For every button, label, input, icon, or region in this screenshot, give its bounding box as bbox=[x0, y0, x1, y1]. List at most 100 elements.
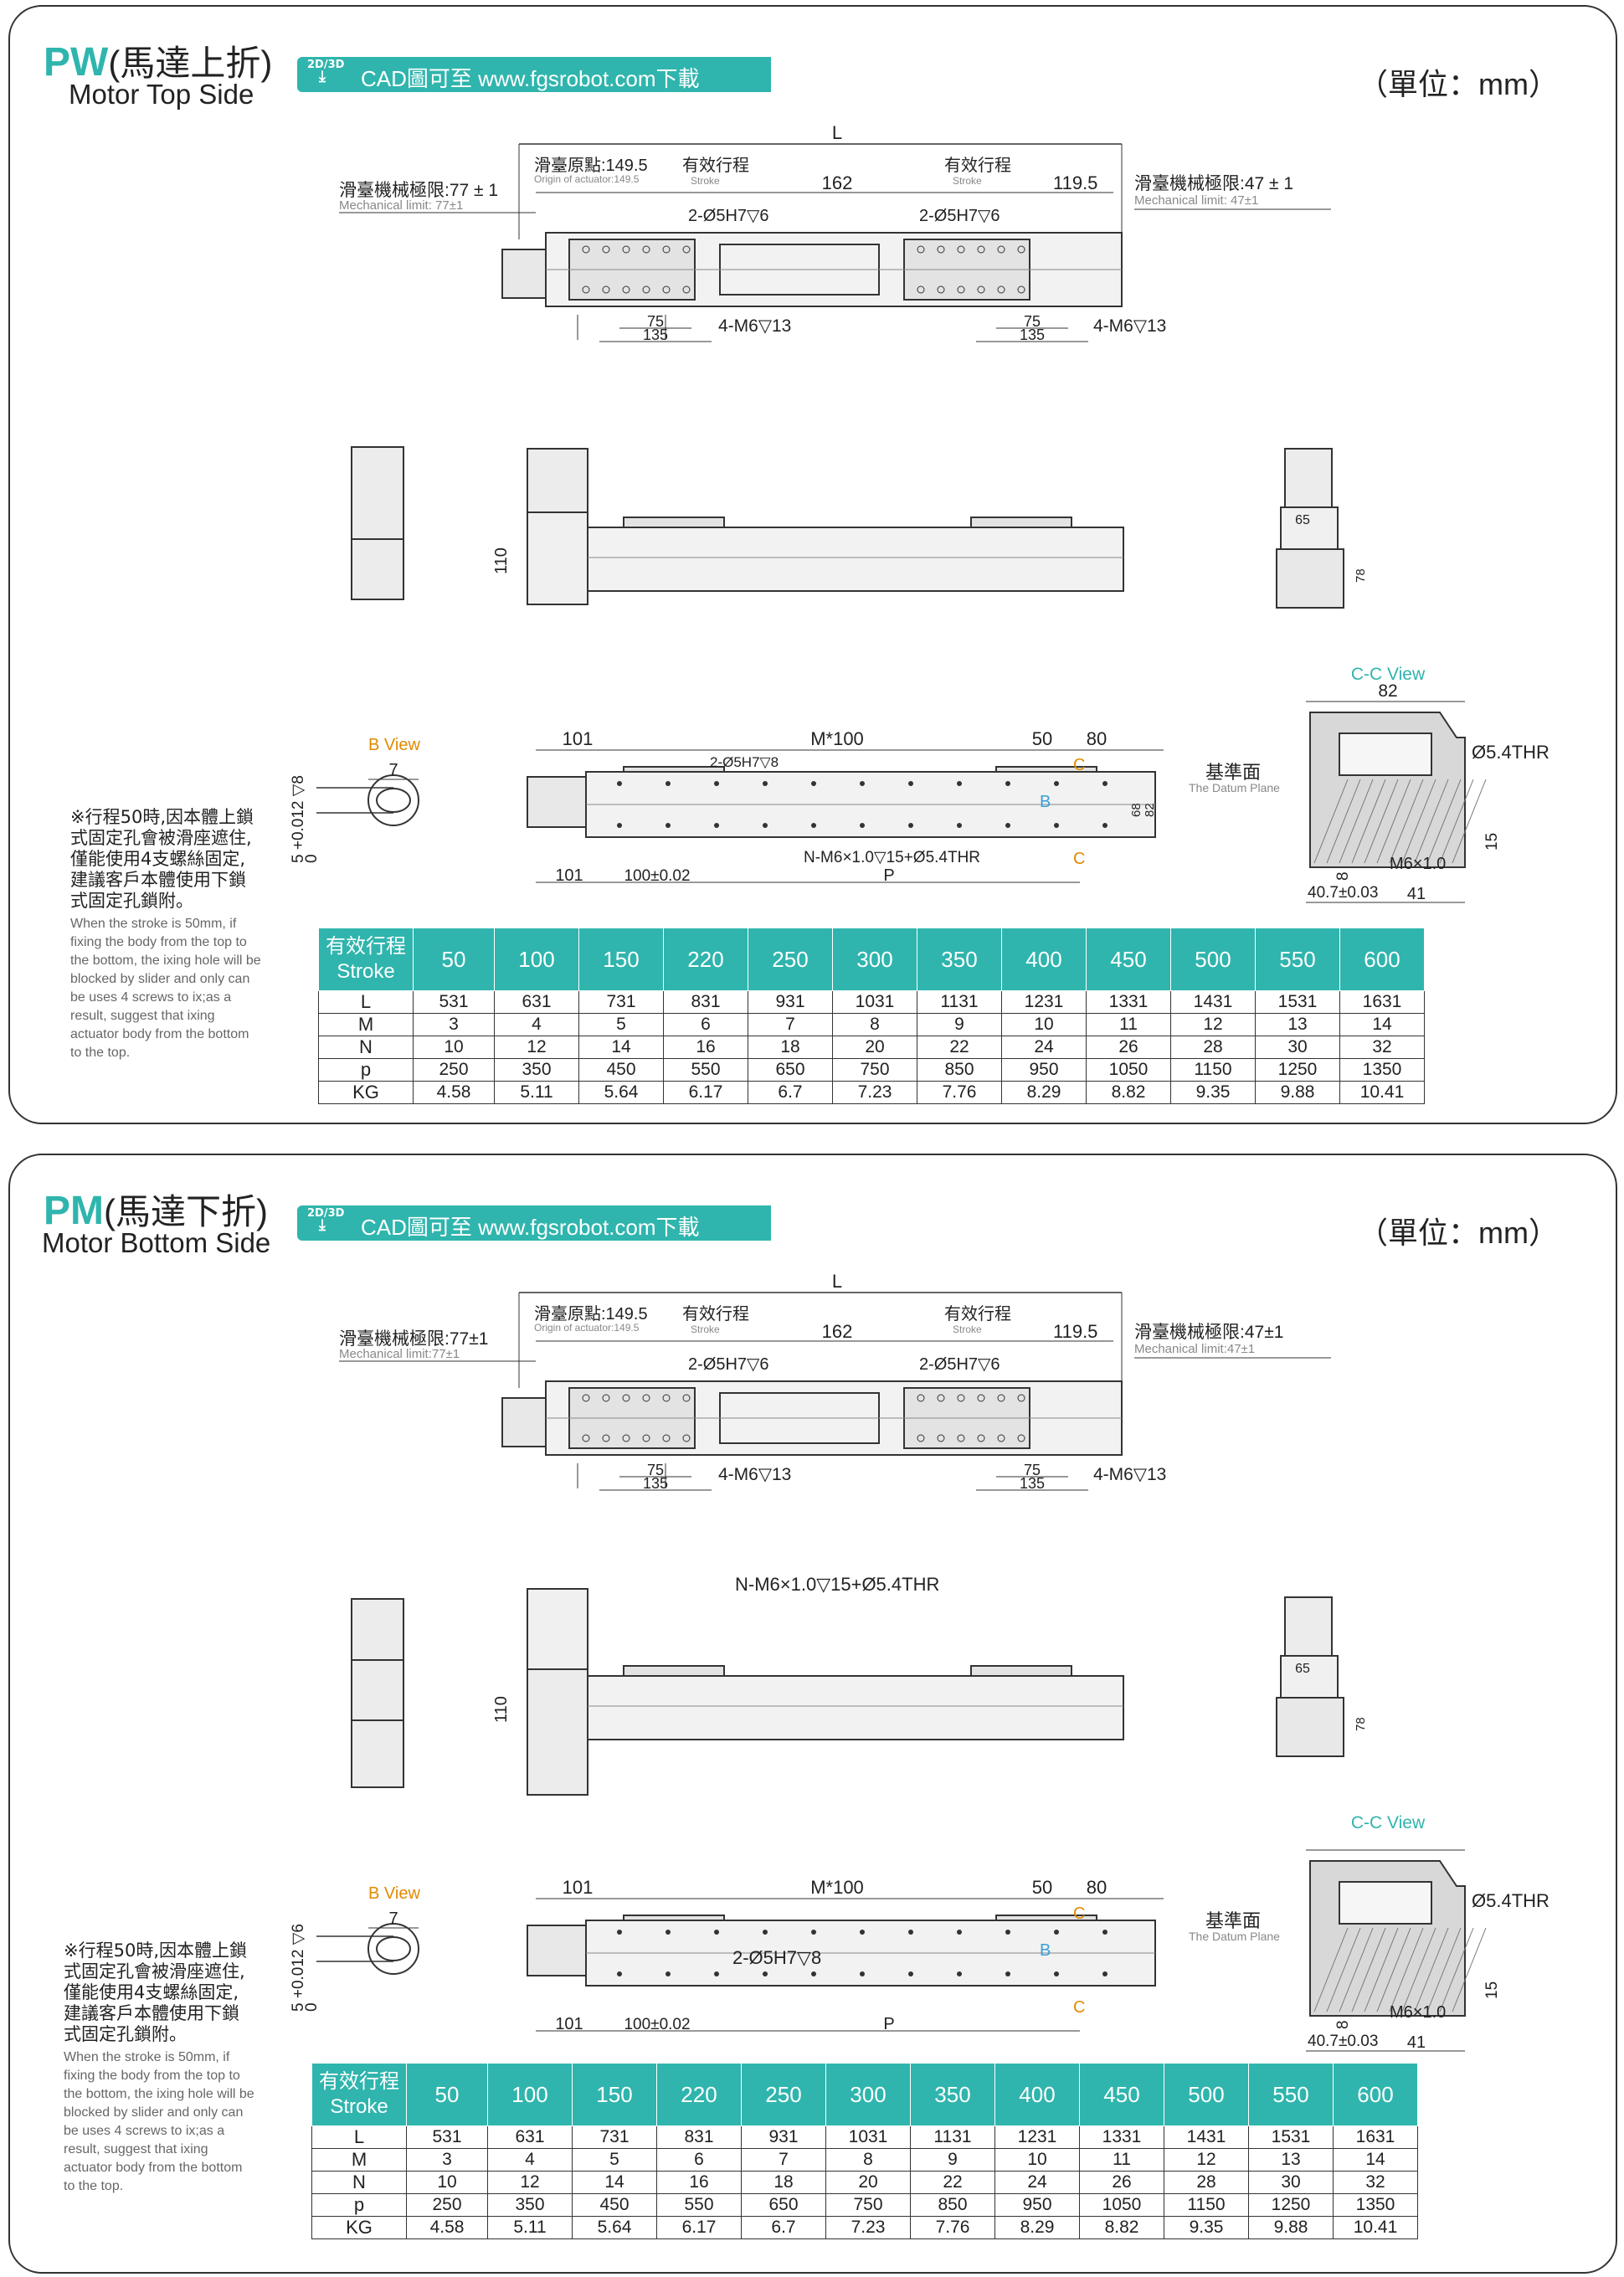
cad-download-banner[interactable]: 2D/3D⤓CAD圖可至 www.fgsrobot.com下載 bbox=[297, 57, 771, 92]
dimension-label: 4-M6▽13 bbox=[1093, 1465, 1166, 1484]
download-icon: 2D/3D⤓ bbox=[307, 1207, 345, 1234]
drawing-line bbox=[1439, 1927, 1474, 2012]
dimension-label: 41 bbox=[1407, 885, 1426, 903]
drawing-shape bbox=[970, 1665, 1072, 1677]
table-cell: 631 bbox=[494, 990, 579, 1014]
hole-mark bbox=[662, 285, 671, 294]
table-cell: 12 bbox=[494, 1036, 579, 1059]
drawing-line bbox=[1389, 1927, 1424, 2012]
table-cell: 450 bbox=[572, 2193, 657, 2217]
hole-mark bbox=[1054, 781, 1059, 786]
table-cell: 32 bbox=[1333, 2171, 1418, 2194]
table-cell: 10.41 bbox=[1339, 1081, 1425, 1104]
hole-mark bbox=[582, 1434, 590, 1442]
stroke-column-header: 300 bbox=[832, 928, 917, 991]
hole-mark bbox=[622, 245, 630, 254]
dimension-label: 78 bbox=[1354, 568, 1368, 583]
drawing-shape bbox=[623, 766, 725, 773]
hole-mark bbox=[1102, 823, 1108, 828]
stroke-column-header: 100 bbox=[494, 928, 579, 991]
hole-mark bbox=[908, 781, 913, 786]
stroke-column-header: 250 bbox=[741, 2063, 826, 2126]
dimension-label: C-C View bbox=[1351, 665, 1426, 684]
table-cell: 350 bbox=[487, 2193, 573, 2217]
drawing-shape bbox=[527, 448, 588, 513]
hole-mark bbox=[1017, 1434, 1025, 1442]
hole-mark bbox=[617, 823, 622, 828]
table-cell: 7 bbox=[741, 2148, 826, 2172]
table-cell: 32 bbox=[1339, 1036, 1425, 1059]
drawing-line bbox=[1426, 1927, 1462, 2012]
model-en-title: Motor Top Side bbox=[69, 79, 254, 110]
dimension-label: Mechanical limit: 77±1 bbox=[339, 198, 463, 213]
hole-mark bbox=[977, 1394, 985, 1402]
table-cell: 11 bbox=[1079, 2148, 1164, 2172]
table-cell: 631 bbox=[487, 2125, 573, 2149]
note-english: When the stroke is 50mm, if fixing the b… bbox=[70, 917, 261, 1060]
dimension-label: Stroke bbox=[691, 175, 720, 187]
dimension-label: 8 bbox=[1334, 871, 1352, 881]
drawing-line bbox=[1414, 1927, 1449, 2012]
table-cell: 9.35 bbox=[1164, 2216, 1249, 2239]
dimension-label: 68 bbox=[1129, 803, 1143, 817]
table-cell: 931 bbox=[748, 990, 833, 1014]
stroke-column-header: 350 bbox=[910, 2063, 995, 2126]
table-cell: 1231 bbox=[1001, 990, 1087, 1014]
dimension-label: 基準面 bbox=[1205, 762, 1261, 783]
table-cell: 10 bbox=[413, 1036, 495, 1059]
table-cell: 4.58 bbox=[406, 2216, 488, 2239]
table-cell: 16 bbox=[656, 2171, 742, 2194]
cad-download-banner[interactable]: 2D/3D⤓CAD圖可至 www.fgsrobot.com下載 bbox=[297, 1205, 771, 1241]
dimension-label: 有效行程 bbox=[944, 156, 1011, 175]
hole-mark bbox=[957, 1930, 962, 1935]
hole-mark bbox=[666, 823, 671, 828]
table-cell: 650 bbox=[741, 2193, 826, 2217]
hole-mark bbox=[714, 823, 719, 828]
stroke-column-header: 150 bbox=[572, 2063, 657, 2126]
hole-mark bbox=[622, 285, 630, 294]
dimension-label: Ø5.4THR bbox=[1472, 1890, 1549, 1911]
hole-mark bbox=[642, 245, 650, 254]
stroke-header-cn: 有效行程 bbox=[319, 2070, 399, 2093]
hole-mark bbox=[1005, 1971, 1010, 1976]
dimension-label: C bbox=[1073, 1904, 1085, 1923]
table-cell: 850 bbox=[910, 2193, 995, 2217]
stroke-column-header: 600 bbox=[1339, 928, 1425, 991]
hole-mark bbox=[666, 1971, 671, 1976]
dimension-label: B bbox=[1040, 793, 1051, 811]
stroke-note: ※行程50時,因本體上鎖式固定孔會被滑座遮住,僅能使用4支螺絲固定,建議客戶本體… bbox=[64, 1940, 256, 2196]
stroke-column-header: 450 bbox=[1086, 928, 1171, 991]
row-label: KG bbox=[311, 2216, 407, 2239]
dimension-label: C-C View bbox=[1351, 1813, 1426, 1832]
stroke-column-header: 300 bbox=[825, 2063, 911, 2126]
hole-mark bbox=[997, 1394, 1005, 1402]
hole-mark bbox=[860, 823, 865, 828]
stroke-header-cn: 有效行程 bbox=[326, 935, 406, 958]
table-cell: 14 bbox=[578, 1036, 664, 1059]
hole-mark bbox=[682, 1434, 691, 1442]
hole-mark bbox=[662, 1394, 671, 1402]
table-cell: 24 bbox=[994, 2171, 1080, 2194]
dimension-label: B bbox=[1040, 1941, 1051, 1960]
drawing-line bbox=[1351, 779, 1386, 864]
table-cell: 1031 bbox=[832, 990, 917, 1014]
row-label: L bbox=[311, 2125, 407, 2149]
stroke-column-header: 400 bbox=[1001, 928, 1087, 991]
dimension-label: L bbox=[832, 1271, 842, 1292]
stroke-column-header: 350 bbox=[917, 928, 1002, 991]
hole-mark bbox=[666, 1930, 671, 1935]
drawing-shape bbox=[1276, 548, 1344, 609]
b-view-slot bbox=[376, 1936, 411, 1961]
dimension-label: 135 bbox=[643, 326, 668, 343]
model-en-title: Motor Bottom Side bbox=[42, 1227, 271, 1258]
banner-icon-label: 2D/3D bbox=[307, 1207, 345, 1220]
hole-mark bbox=[917, 1394, 925, 1402]
table-cell: 831 bbox=[663, 990, 748, 1014]
hole-mark bbox=[682, 285, 691, 294]
stroke-column-header: 500 bbox=[1164, 2063, 1249, 2126]
table-cell: 5.11 bbox=[487, 2216, 573, 2239]
dimension-label: Stroke bbox=[953, 175, 982, 187]
